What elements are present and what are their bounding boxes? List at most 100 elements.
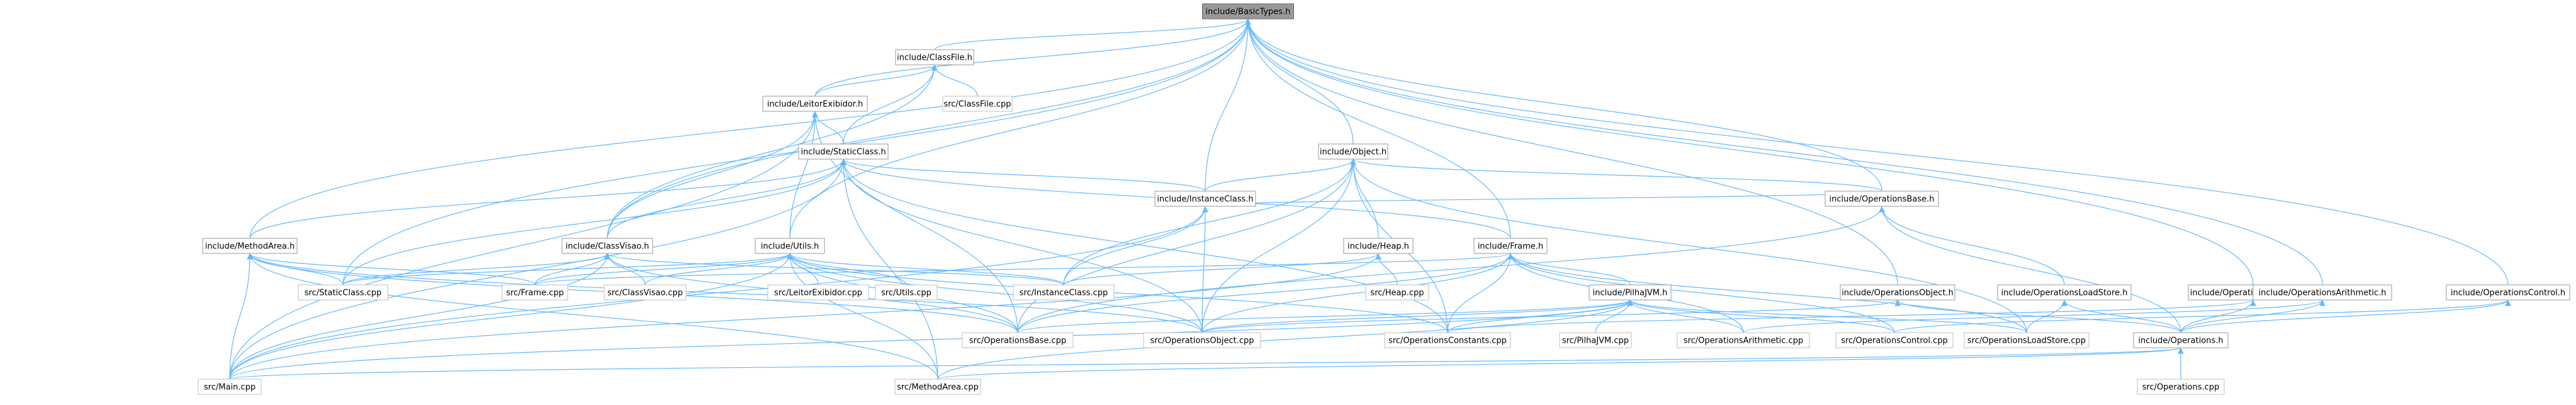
node-classfile-h[interactable]: include/ClassFile.h bbox=[895, 49, 974, 65]
edge-heap_cpp-to-heap_h bbox=[1375, 253, 1398, 286]
node-label: src/OperationsLoadStore.cpp bbox=[1967, 336, 2086, 346]
edge-opsloadstore_cpp-to-pilhajvm_h bbox=[1627, 299, 2027, 333]
node-label: src/ClassFile.cpp bbox=[943, 100, 1011, 109]
node-staticclass-h[interactable]: include/StaticClass.h bbox=[798, 143, 889, 160]
node-box bbox=[1473, 238, 1548, 254]
edge-object_h-to-basictypes bbox=[1245, 18, 1354, 145]
node-heap-cpp[interactable]: src/Heap.cpp bbox=[1365, 284, 1429, 301]
edge-opsloadstore_h-to-opsbase_h bbox=[1879, 206, 2065, 286]
node-label: include/OperationsArithmetic.h bbox=[2258, 289, 2386, 298]
node-pilhajvm-cpp[interactable]: src/PilhaJVM.cpp bbox=[1559, 332, 1632, 348]
node-label: src/Main.cpp bbox=[204, 383, 256, 392]
node-operations-cpp[interactable]: src/Operations.cpp bbox=[2137, 379, 2225, 395]
edge-methodarea_cpp-to-utils_h bbox=[787, 253, 938, 380]
edge-operations_h-to-opscontrol_h bbox=[2180, 299, 2511, 333]
edge-opsconstants_cpp-to-opsconstants_h bbox=[1447, 299, 2256, 333]
node-opscontrol-cpp[interactable]: src/OperationsControl.cpp bbox=[1835, 332, 1954, 348]
edge-classvisao_h-to-basictypes bbox=[607, 18, 1251, 239]
node-box bbox=[942, 96, 1013, 112]
node-label: include/BasicTypes.h bbox=[1206, 8, 1291, 17]
node-main-cpp[interactable]: src/Main.cpp bbox=[198, 379, 262, 395]
node-box bbox=[767, 284, 869, 301]
node-leitor-h[interactable]: include/LeitorExibidor.h bbox=[762, 96, 868, 112]
edge-staticclass_cpp-to-staticclass_h bbox=[342, 158, 846, 286]
node-label: src/ClassVisao.cpp bbox=[607, 289, 683, 298]
node-box bbox=[1840, 284, 1955, 301]
edge-main_cpp-to-operations_h bbox=[229, 347, 2183, 380]
node-box bbox=[502, 284, 568, 301]
edge-staticclass_cpp-to-utils_h bbox=[342, 253, 793, 286]
edge-instanceclass_h-to-object_h bbox=[1205, 158, 1356, 192]
edge-main_cpp-to-pilhajvm_h bbox=[229, 299, 1633, 380]
node-operations-h[interactable]: include/Operations.h bbox=[2133, 332, 2229, 348]
edge-staticclass_h-to-leitor_h bbox=[812, 111, 844, 145]
node-opsbase-cpp[interactable]: src/OperationsBase.cpp bbox=[962, 332, 1074, 348]
node-label: include/OperationsObject.h bbox=[1842, 289, 1954, 298]
node-opsconstants-cpp[interactable]: src/OperationsConstants.cpp bbox=[1384, 332, 1511, 348]
node-label: src/Utils.cpp bbox=[881, 289, 931, 298]
edge-frame_cpp-to-frame_h bbox=[534, 253, 1514, 286]
edge-pilhajvm_h-to-frame_h bbox=[1507, 253, 1631, 286]
edge-classvisao_h-to-leitor_h bbox=[607, 111, 818, 239]
node-instanceclass-h[interactable]: include/InstanceClass.h bbox=[1154, 191, 1256, 207]
edge-main_cpp-to-staticclass_h bbox=[229, 158, 846, 380]
node-heap-h[interactable]: include/Heap.h bbox=[1343, 238, 1414, 254]
node-utils-h[interactable]: include/Utils.h bbox=[755, 238, 825, 254]
node-label: include/Frame.h bbox=[1478, 242, 1543, 252]
node-label: include/MethodArea.h bbox=[205, 242, 295, 252]
node-opsarith-cpp[interactable]: src/OperationsArithmetic.cpp bbox=[1677, 332, 1810, 348]
node-opsarith-h[interactable]: include/OperationsArithmetic.h bbox=[2253, 284, 2392, 301]
node-box bbox=[962, 332, 1074, 348]
edge-staticclass_cpp-to-basictypes bbox=[342, 18, 1251, 286]
node-label: src/Heap.cpp bbox=[1370, 289, 1424, 298]
node-box bbox=[1343, 238, 1414, 254]
edge-opsobject_cpp-to-instanceclass_h bbox=[1201, 206, 1208, 333]
node-label: src/Frame.cpp bbox=[506, 289, 564, 298]
node-box bbox=[1013, 284, 1115, 301]
edge-utils_h-to-basictypes bbox=[789, 18, 1251, 239]
edge-staticclass_cpp-to-classvisao_h bbox=[342, 253, 610, 286]
node-label: src/OperationsObject.cpp bbox=[1150, 336, 1254, 346]
node-label: include/OperationsLoadStore.h bbox=[2001, 289, 2128, 298]
node-staticclass-cpp[interactable]: src/StaticClass.cpp bbox=[298, 284, 388, 301]
node-opsobject-cpp[interactable]: src/OperationsObject.cpp bbox=[1143, 332, 1261, 348]
edge-main_cpp-to-classvisao_h bbox=[229, 253, 610, 380]
node-object-h[interactable]: include/Object.h bbox=[1318, 143, 1388, 160]
node-leitor-cpp[interactable]: src/LeitorExibidor.cpp bbox=[767, 284, 869, 301]
edge-instanceclass_cpp-to-instanceclass_h bbox=[1063, 206, 1208, 286]
node-frame-h[interactable]: include/Frame.h bbox=[1473, 238, 1548, 254]
node-basictypes[interactable]: include/BasicTypes.h bbox=[1202, 3, 1294, 19]
node-label: src/OperationsControl.cpp bbox=[1841, 336, 1948, 346]
node-box bbox=[755, 238, 825, 254]
node-opsobject-h[interactable]: include/OperationsObject.h bbox=[1840, 284, 1955, 301]
edge-opsobject_cpp-to-methodarea_h bbox=[247, 253, 1203, 333]
node-frame-cpp[interactable]: src/Frame.cpp bbox=[502, 284, 568, 301]
node-pilhajvm-h[interactable]: include/PilhaJVM.h bbox=[1589, 284, 1672, 301]
edges-layer bbox=[229, 18, 2511, 380]
node-opsloadstore-cpp[interactable]: src/OperationsLoadStore.cpp bbox=[1964, 332, 2089, 348]
edge-opsconstants_cpp-to-frame_h bbox=[1447, 253, 1514, 333]
node-opsbase-h[interactable]: include/OperationsBase.h bbox=[1825, 191, 1939, 207]
edge-utils_cpp-to-utils_h bbox=[787, 253, 907, 286]
edge-classvisao_cpp-to-utils_h bbox=[644, 253, 793, 286]
node-classvisao-h[interactable]: include/ClassVisao.h bbox=[561, 238, 653, 254]
node-utils-cpp[interactable]: src/Utils.cpp bbox=[875, 284, 938, 301]
edge-classvisao_cpp-to-classvisao_h bbox=[604, 253, 646, 286]
node-box bbox=[894, 379, 981, 395]
node-methodarea-cpp[interactable]: src/MethodArea.cpp bbox=[894, 379, 981, 395]
node-classfile-cpp[interactable]: src/ClassFile.cpp bbox=[942, 96, 1013, 112]
node-opsloadstore-h[interactable]: include/OperationsLoadStore.h bbox=[1997, 284, 2132, 301]
node-box bbox=[762, 96, 868, 112]
node-methodarea-h[interactable]: include/MethodArea.h bbox=[202, 238, 298, 254]
node-label: include/OperationsBase.h bbox=[1830, 195, 1935, 204]
edge-utils_h-to-leitor_h bbox=[789, 111, 818, 239]
edge-instanceclass_cpp-to-utils_h bbox=[787, 253, 1064, 286]
node-label: src/OperationsArithmetic.cpp bbox=[1684, 336, 1803, 346]
node-opscontrol-h[interactable]: include/OperationsControl.h bbox=[2446, 284, 2570, 301]
node-classvisao-cpp[interactable]: src/ClassVisao.cpp bbox=[604, 284, 687, 301]
nodes-layer: include/BasicTypes.h include/ClassFile.h i… bbox=[198, 3, 2570, 395]
node-instanceclass-cpp[interactable]: src/InstanceClass.cpp bbox=[1013, 284, 1115, 301]
edge-opsbase_cpp-to-pilhajvm_h bbox=[1017, 299, 1633, 333]
node-box bbox=[2133, 332, 2229, 348]
node-label: include/ClassVisao.h bbox=[566, 242, 650, 252]
